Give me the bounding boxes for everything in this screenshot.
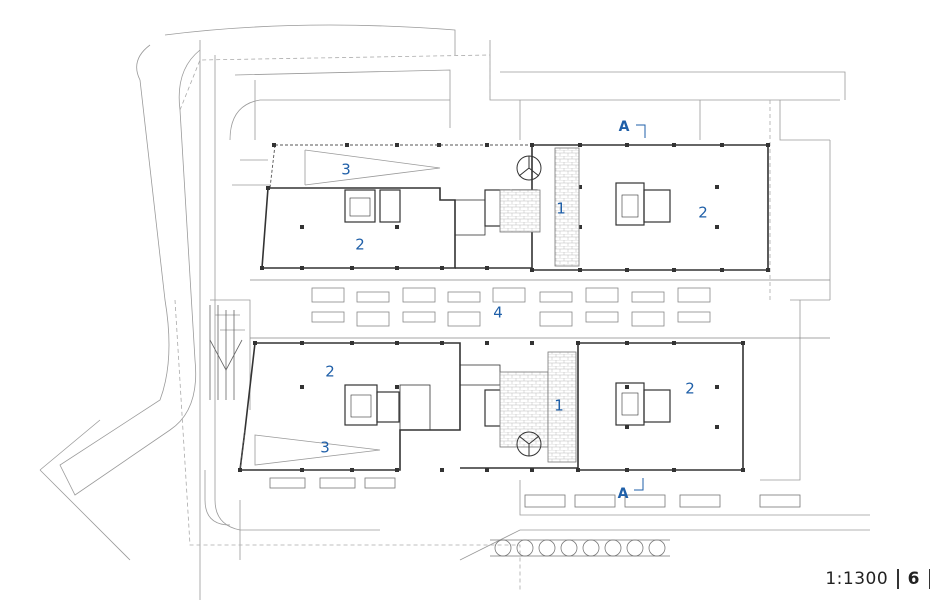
- site-context-lines: [39, 24, 870, 600]
- area-label-core-north: 1: [556, 199, 566, 218]
- area-label-terrace-south: 3: [320, 438, 330, 457]
- south-terrace-triangle: [254, 434, 381, 466]
- area-label-office-nw: 2: [355, 235, 365, 254]
- area-label-street: 4: [493, 303, 503, 322]
- divider: [897, 569, 899, 589]
- section-line: [634, 124, 646, 491]
- area-label-terrace-north: 3: [341, 160, 351, 179]
- scale-text: 1:1300: [825, 569, 889, 589]
- street-trees: [490, 539, 670, 557]
- site-boundary: [174, 54, 771, 590]
- footer-scale-page: 1:1300 6: [825, 568, 930, 590]
- ramp: [209, 305, 243, 400]
- north-terrace-triangle: [304, 149, 441, 186]
- area-label-office-ne: 2: [698, 203, 708, 222]
- area-label-office-sw: 2: [325, 362, 335, 381]
- divider-end: [928, 569, 930, 589]
- north-terrace: [269, 144, 530, 189]
- south-building: [239, 342, 744, 471]
- area-label-office-se: 2: [685, 379, 695, 398]
- section-marker-bottom: A: [617, 486, 629, 502]
- south-frontage: [269, 477, 801, 508]
- south-terrace: [239, 429, 246, 471]
- street-furniture: [250, 279, 830, 339]
- revolving-doors: [516, 155, 542, 457]
- page-number: 6: [907, 569, 920, 589]
- section-marker-top: A: [618, 119, 630, 135]
- area-label-core-south: 1: [554, 396, 564, 415]
- columns: [238, 143, 770, 472]
- lobby-paving: [499, 147, 580, 463]
